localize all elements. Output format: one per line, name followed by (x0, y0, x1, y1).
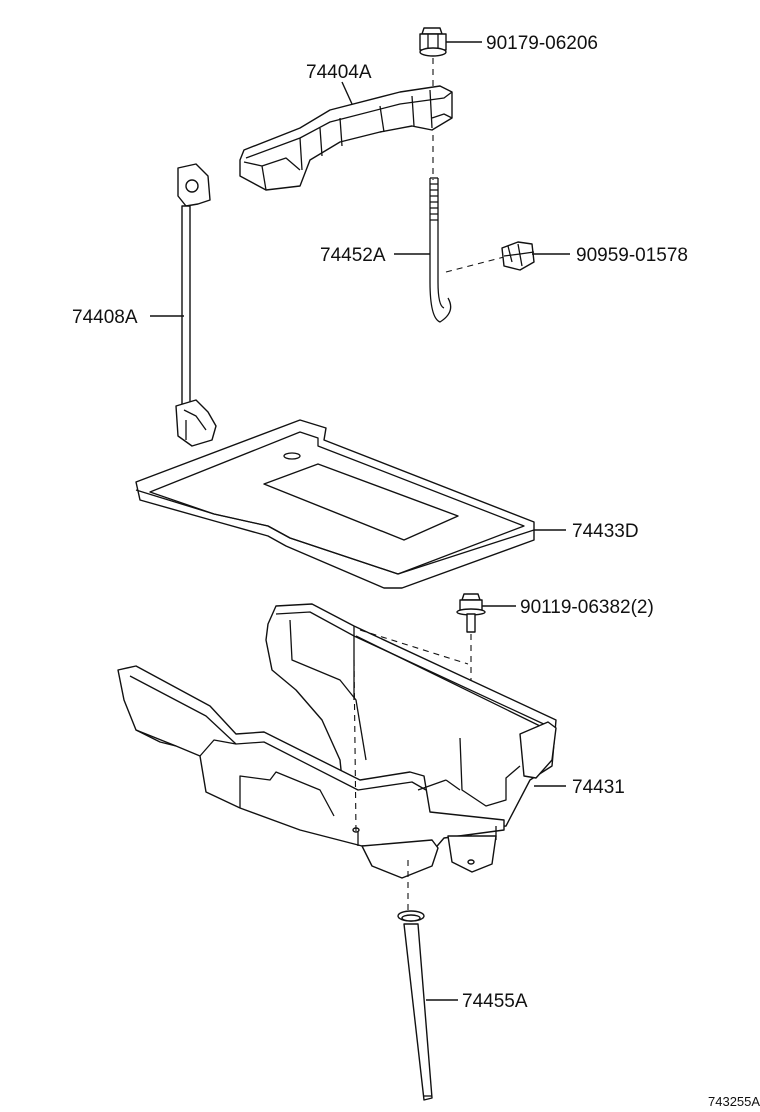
clip-dashed-line (445, 256, 505, 273)
j-hook-bolt-drawing (429, 177, 452, 323)
part-label-90179-06206: 90179-06206 (486, 33, 598, 54)
part-label-74433D: 74433D (572, 521, 639, 542)
reference-code: 743255A (708, 1094, 760, 1109)
tray-fit-dashed-line (359, 629, 469, 665)
part-label-90119-06382: 90119-06382(2) (520, 597, 654, 618)
battery-tray-drawing (135, 419, 535, 589)
part-label-90959-01578: 90959-01578 (576, 245, 688, 266)
flange-bolt-drawing (456, 593, 486, 633)
hold-down-rod-drawing (175, 163, 217, 447)
tray-base-drawing (117, 603, 557, 879)
part-label-74455A: 74455A (462, 991, 528, 1012)
part-label-74408A: 74408A (72, 307, 138, 328)
tray-fit-dashed-line-2 (353, 659, 357, 833)
clamp-bracket-drawing (239, 85, 453, 191)
part-label-74452A: 74452A (320, 245, 386, 266)
hex-nut-drawing (419, 27, 447, 57)
part-label-74431: 74431 (572, 777, 625, 798)
part-label-74404A: 74404A (306, 62, 372, 83)
long-stud-drawing (397, 910, 433, 1101)
leader-74404A (341, 81, 353, 105)
clip-drawing (501, 241, 535, 271)
